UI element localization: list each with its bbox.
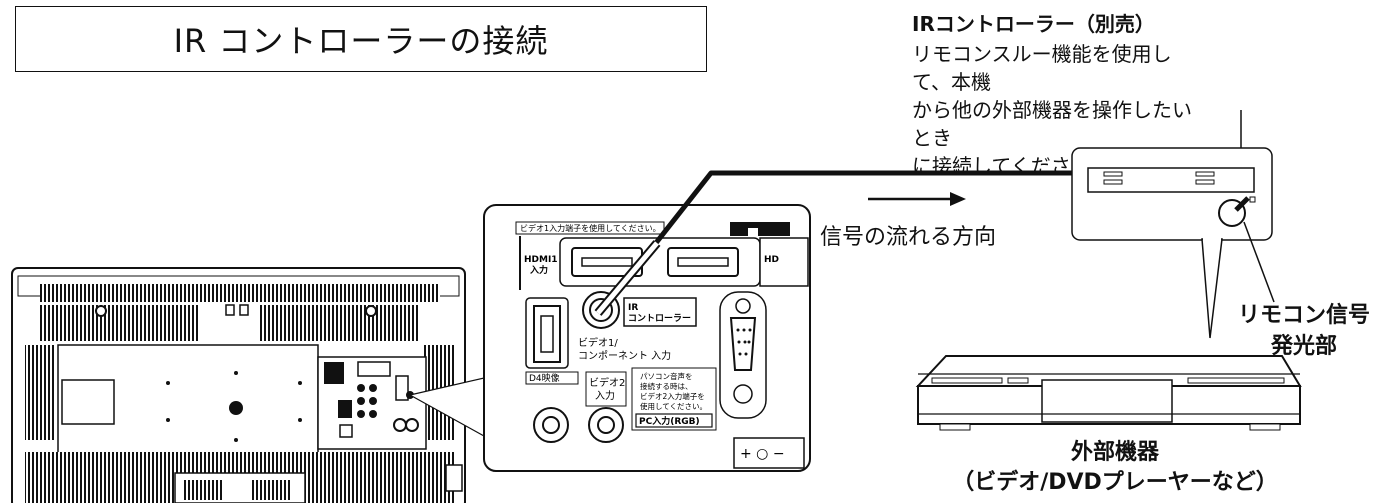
d4-label: D4映像 xyxy=(529,372,560,384)
svg-text:+ ○ −: + ○ − xyxy=(740,446,785,462)
hdmi1-label: HDMI1 xyxy=(524,255,558,265)
controller-description-line: リモコンスルー機能を使用して、本機 xyxy=(912,42,1172,94)
page-title: IR コントローラーの接続 xyxy=(15,6,707,72)
ir-controller-cable xyxy=(594,170,1098,316)
remote-emitter-leader-line xyxy=(1243,221,1275,303)
terminal-panel-closeup: ビデオ1入力端子を使用してください。 HDMI1 入力 HD D4映像 IR コ… xyxy=(483,204,811,472)
pc-note-line: パソコン音声を xyxy=(640,371,693,381)
external-device-label-line: 外部機器 xyxy=(1070,440,1159,465)
pc-note-line: 使用してください。 xyxy=(640,401,707,411)
video2-label: ビデオ2 xyxy=(589,376,625,389)
tv-back-panel xyxy=(11,267,466,503)
controller-heading: IRコントローラー（別売） xyxy=(912,12,1155,36)
pc-note-line: ビデオ2入力端子を xyxy=(640,391,705,401)
controller-description-line: から他の外部機器を操作したいとき xyxy=(912,98,1192,150)
signal-flow-label: 信号の流れる方向 xyxy=(820,225,997,250)
remote-emitter-label-line: 発光部 xyxy=(1271,334,1338,359)
remote-emitter-label-line: リモコン信号 xyxy=(1238,303,1371,328)
svg-text:HD: HD xyxy=(764,255,779,265)
external-device xyxy=(915,355,1302,431)
ir-controller-device xyxy=(1071,147,1273,241)
pc-note-line: 接続する時は、 xyxy=(640,381,693,391)
remote-emitter-label: リモコン信号 発光部 xyxy=(1238,300,1370,362)
ir-port-sublabel: コントローラー xyxy=(628,313,691,324)
video2-sublabel: 入力 xyxy=(595,389,615,402)
ir-port-label: IR xyxy=(628,303,638,313)
panel-top-note: ビデオ1入力端子を使用してください。 xyxy=(520,223,661,233)
signal-flow-arrow xyxy=(868,192,966,206)
video1-label: ビデオ1/ xyxy=(578,336,618,349)
hdmi1-sublabel: 入力 xyxy=(529,264,548,276)
pc-input-label: PC入力(RGB) xyxy=(639,415,700,427)
external-device-label-line: （ビデオ/DVDプレーヤーなど） xyxy=(952,470,1278,495)
ir-emitter-pointer xyxy=(1201,238,1223,339)
external-device-label: 外部機器 （ビデオ/DVDプレーヤーなど） xyxy=(905,438,1325,498)
video1-sublabel: コンポーネント 入力 xyxy=(578,349,671,362)
